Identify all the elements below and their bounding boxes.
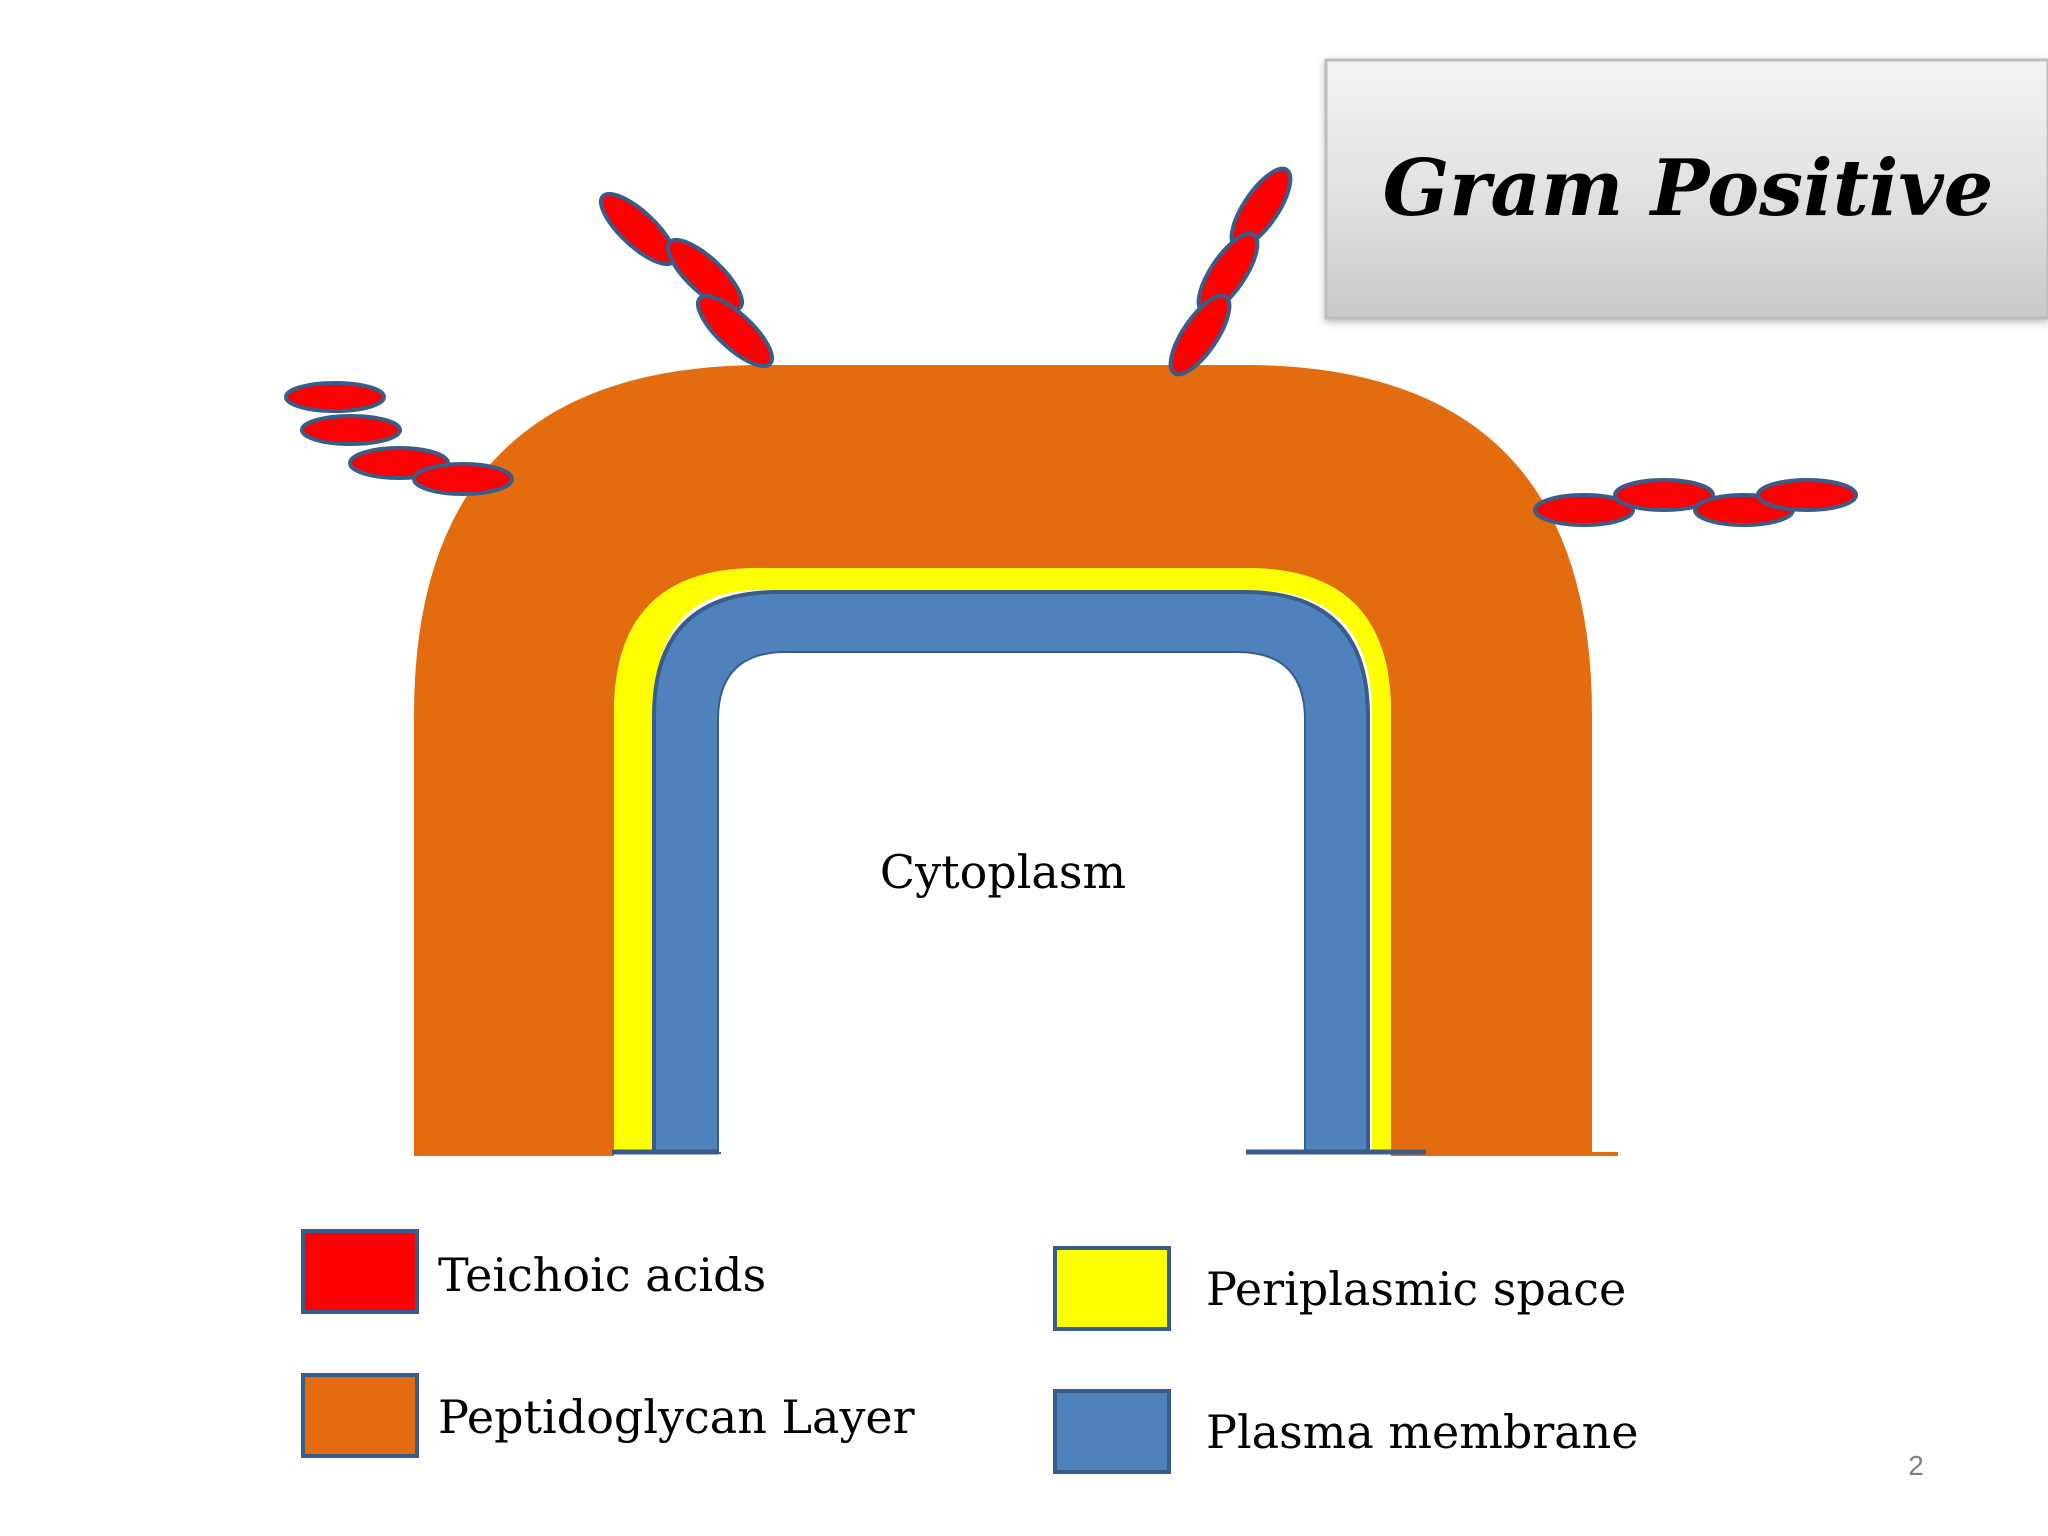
legend-item-plasma-membrane: Plasma membrane	[1053, 1389, 1639, 1474]
legend: Teichoic acids Peptidoglycan Layer Perip…	[301, 1229, 1639, 1474]
teichoic-chain-left	[284, 381, 514, 496]
teichoic-unit	[300, 414, 402, 446]
title-box: Gram Positive	[1324, 58, 2048, 320]
cytoplasm-region	[719, 653, 1304, 1152]
legend-swatch-teichoic-acids	[301, 1229, 419, 1314]
teichoic-unit	[1613, 478, 1715, 512]
legend-item-teichoic-acids: Teichoic acids	[301, 1229, 766, 1314]
teichoic-unit	[1533, 493, 1635, 527]
teichoic-unit	[696, 293, 774, 369]
page-number: 2	[1908, 1450, 1924, 1481]
legend-label-peptidoglycan-layer: Peptidoglycan Layer	[438, 1390, 915, 1444]
legend-swatch-plasma-membrane	[1053, 1389, 1171, 1474]
teichoic-unit	[412, 462, 514, 496]
teichoic-unit	[666, 237, 744, 313]
legend-item-peptidoglycan-layer: Peptidoglycan Layer	[301, 1373, 915, 1458]
teichoic-chain-top-right	[1168, 166, 1293, 377]
teichoic-unit	[1756, 478, 1858, 512]
teichoic-chain-top-left	[599, 191, 774, 369]
teichoic-chain-right	[1533, 478, 1858, 527]
title-text: Gram Positive	[1383, 143, 1994, 234]
teichoic-unit	[284, 381, 386, 413]
legend-swatch-peptidoglycan-layer	[301, 1373, 419, 1458]
teichoic-unit	[1168, 293, 1232, 377]
legend-swatch-periplasmic-space	[1053, 1246, 1171, 1331]
legend-label-teichoic-acids: Teichoic acids	[438, 1248, 766, 1302]
legend-label-periplasmic-space: Periplasmic space	[1206, 1262, 1626, 1316]
legend-label-plasma-membrane: Plasma membrane	[1206, 1405, 1639, 1459]
legend-item-periplasmic-space: Periplasmic space	[1053, 1246, 1626, 1331]
cytoplasm-label: Cytoplasm	[880, 845, 1126, 899]
